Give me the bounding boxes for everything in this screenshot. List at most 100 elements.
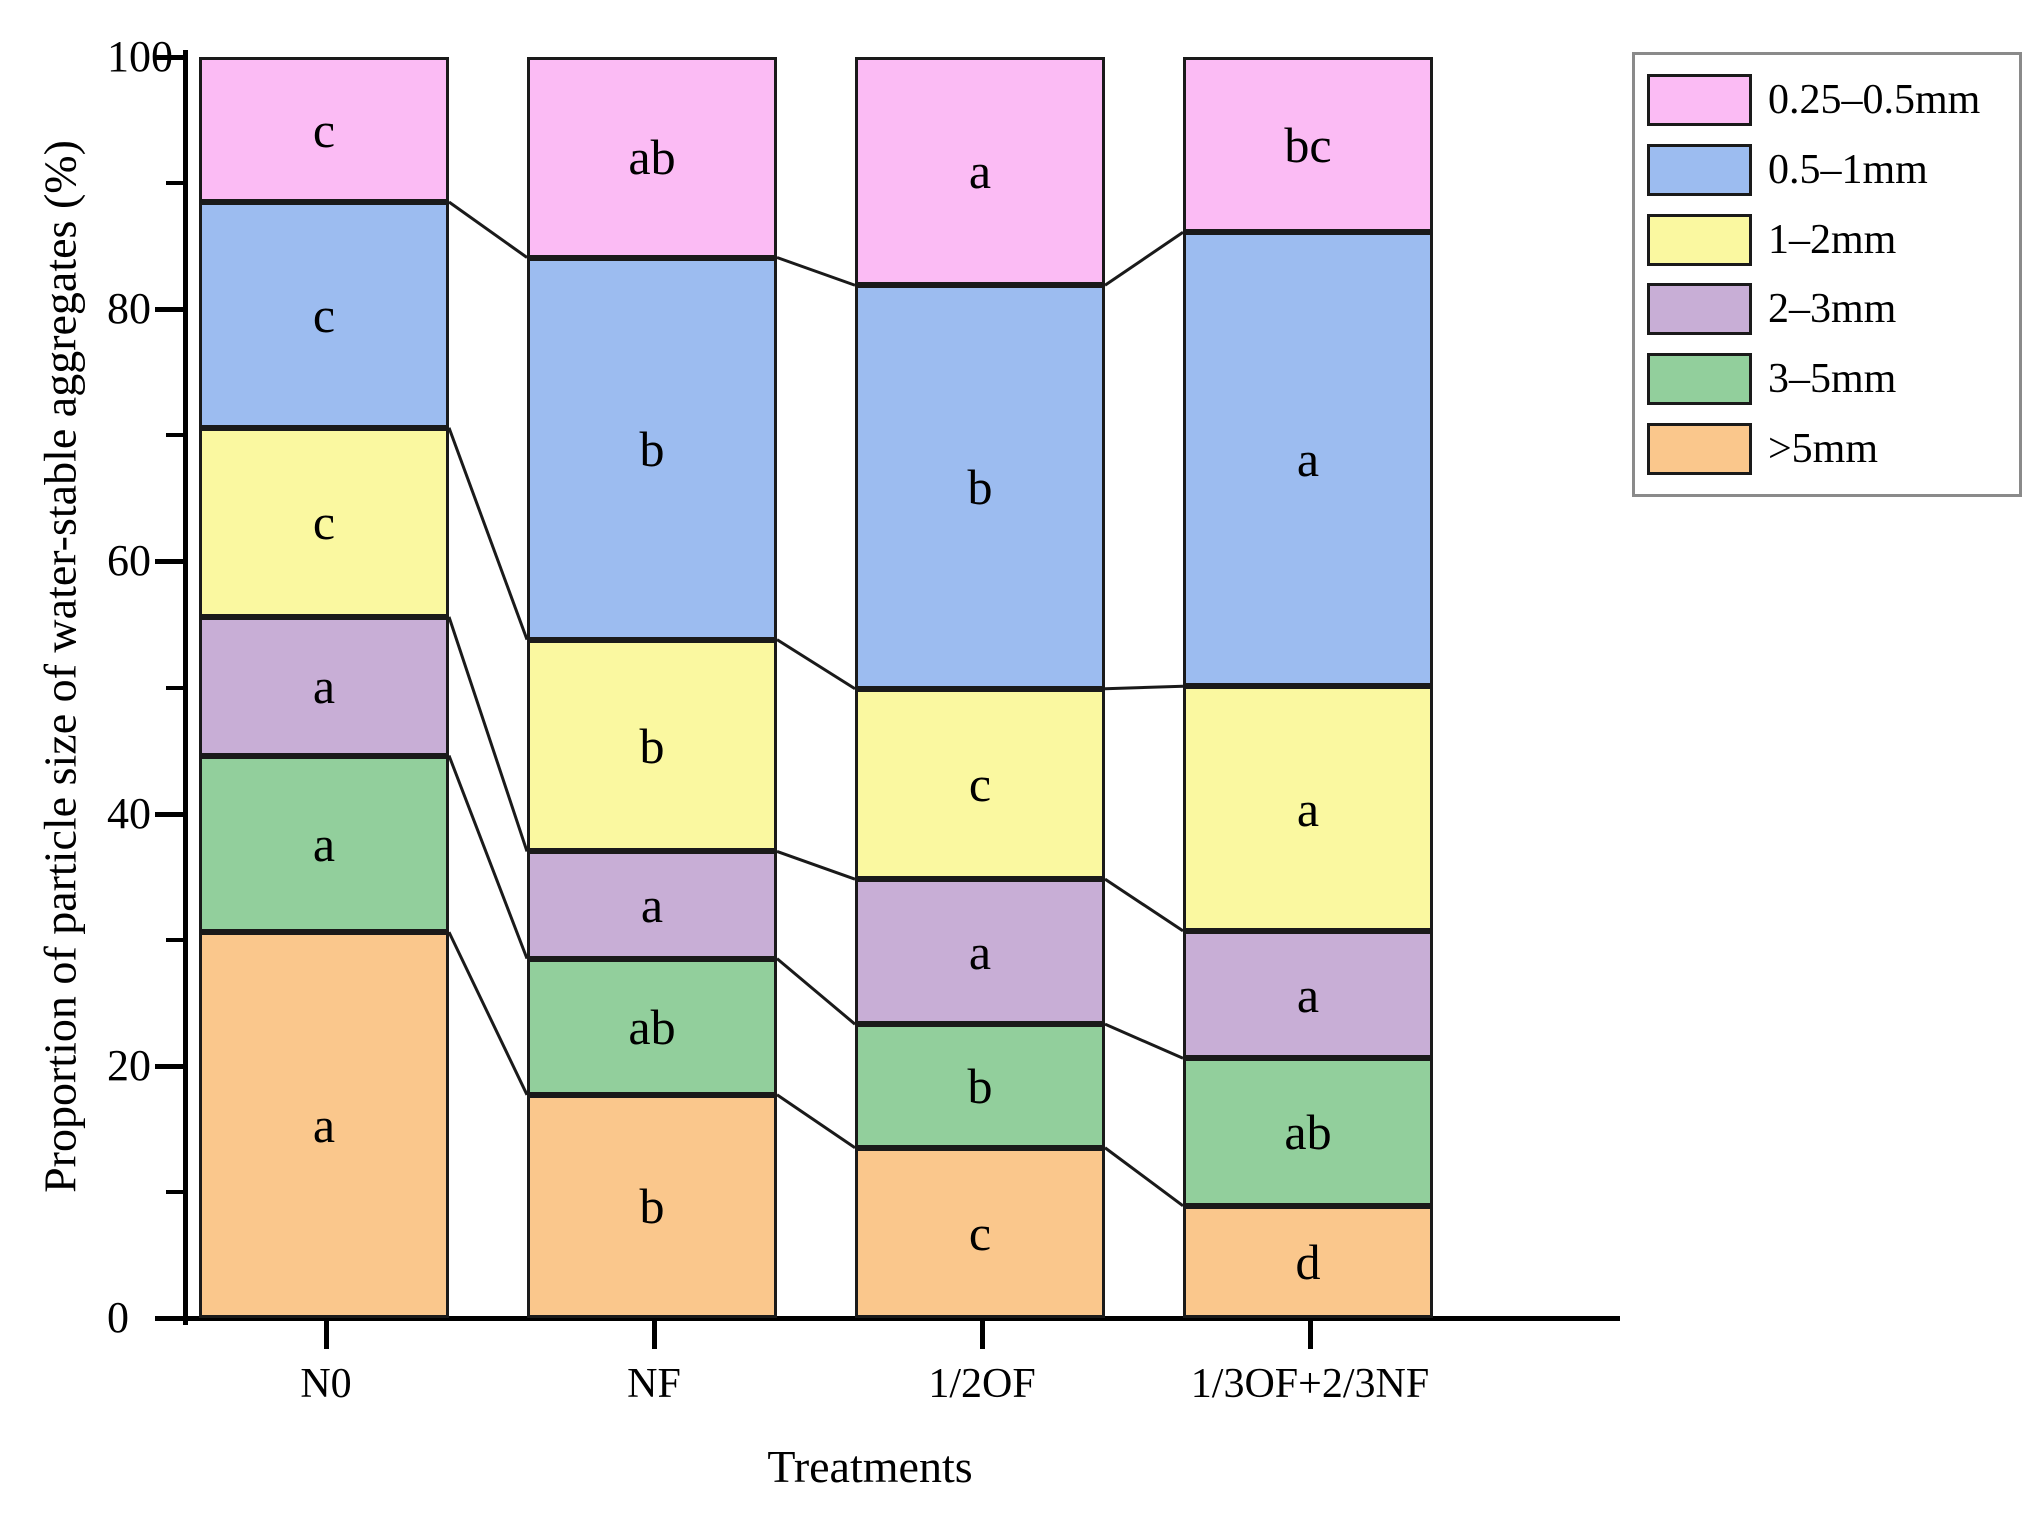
bar-segment[interactable]: c [855, 688, 1105, 880]
segment-significance-label: a [312, 815, 336, 872]
x-tick [324, 1321, 329, 1349]
x-category-label: NF [627, 1361, 681, 1407]
segment-significance-label: b [967, 459, 993, 515]
y-tick-major [155, 559, 185, 565]
connector-line [448, 200, 528, 259]
y-tick-major [155, 1316, 185, 1321]
chart-legend: 0.25–0.5mm 0.5–1mm 1–2mm 2–3mm 3–5mm >5mm [1632, 52, 2022, 497]
connector-line [776, 850, 856, 881]
x-category-label: 1/3OF+2/3NF [1190, 1361, 1430, 1407]
bar-segment[interactable]: a [199, 616, 449, 756]
bar-segment[interactable]: c [199, 57, 449, 203]
segment-significance-label: a [968, 143, 992, 200]
y-tick-label: 40 [107, 788, 151, 838]
x-tick [980, 1321, 985, 1349]
legend-item-2[interactable]: 1–2mm [1647, 209, 2007, 271]
bar-segment[interactable]: a [855, 879, 1105, 1025]
segment-significance-label: b [639, 420, 665, 477]
x-tick [652, 1321, 657, 1349]
legend-label: >5mm [1768, 425, 1879, 472]
connector-line [447, 755, 529, 960]
legend-swatch [1647, 422, 1752, 475]
connector-line [776, 256, 856, 287]
y-axis-title: Proportion of particle size of water-sta… [34, 140, 86, 1193]
y-tick-major [155, 307, 185, 313]
bar-segment[interactable]: a [855, 57, 1105, 286]
legend-item-5[interactable]: >5mm [1647, 418, 2007, 480]
bar-segment[interactable]: a [1183, 232, 1433, 687]
legend-item-0[interactable]: 0.25–0.5mm [1647, 69, 2007, 131]
bar-segment[interactable]: b [855, 1024, 1105, 1148]
legend-swatch [1647, 74, 1752, 126]
bar-segment[interactable]: ab [1183, 1058, 1433, 1206]
legend-label: 2–3mm [1768, 286, 1897, 333]
bar-segment[interactable]: a [527, 851, 777, 959]
y-tick-label: 60 [107, 536, 151, 586]
bar-segment[interactable]: ab [527, 958, 777, 1095]
bar-segment[interactable]: b [855, 285, 1105, 689]
segment-significance-label: c [968, 755, 992, 812]
legend-item-3[interactable]: 2–3mm [1647, 278, 2007, 340]
legend-swatch [1647, 143, 1752, 196]
connector-line [1104, 1146, 1184, 1207]
bar-segment[interactable]: c [199, 202, 449, 428]
legend-item-4[interactable]: 3–5mm [1647, 348, 2007, 410]
connector-line [1104, 684, 1184, 691]
y-tick-minor [166, 685, 185, 690]
segment-significance-label: c [312, 286, 336, 343]
bar-segment[interactable]: bc [1183, 57, 1433, 233]
segment-significance-label: a [1296, 966, 1320, 1023]
segment-significance-label: ab [1284, 1104, 1332, 1161]
segment-significance-label: a [640, 877, 664, 934]
x-axis-line [183, 1316, 1620, 1321]
connector-line [1104, 877, 1184, 933]
bar-segment[interactable]: b [527, 1094, 777, 1318]
segment-significance-label: c [968, 1204, 992, 1261]
legend-label: 1–2mm [1768, 216, 1897, 263]
x-category-label: 1/2OF [928, 1361, 1036, 1407]
legend-swatch [1647, 283, 1752, 336]
legend-label: 3–5mm [1768, 356, 1897, 403]
legend-swatch [1647, 353, 1752, 406]
bar-segment[interactable]: d [1183, 1205, 1433, 1318]
legend-label: 0.5–1mm [1768, 146, 1928, 193]
segment-significance-label: c [312, 101, 336, 158]
y-tick-major [155, 811, 185, 817]
y-tick-minor [166, 1189, 185, 1194]
segment-significance-label: d [1295, 1233, 1321, 1290]
segment-significance-label: a [1296, 431, 1320, 488]
bar-segment[interactable]: a [1183, 686, 1433, 931]
segment-significance-label: ab [628, 129, 676, 186]
connector-line [447, 931, 529, 1096]
y-tick-major [155, 55, 185, 60]
bar-segment[interactable]: c [199, 427, 449, 617]
y-tick-label: 80 [107, 284, 151, 334]
x-tick [1308, 1321, 1313, 1349]
bar-segment[interactable]: a [199, 755, 449, 933]
segment-significance-label: a [312, 1097, 336, 1154]
segment-significance-label: ab [628, 998, 676, 1055]
bar-segment[interactable]: c [855, 1147, 1105, 1318]
x-axis-title: Treatments [767, 1441, 973, 1492]
legend-item-1[interactable]: 0.5–1mm [1647, 139, 2007, 201]
bar-segment[interactable]: a [199, 932, 449, 1318]
segment-significance-label: b [967, 1057, 993, 1114]
bar-segment[interactable]: b [527, 639, 777, 852]
connector-line [447, 427, 529, 641]
connector-line [776, 1093, 856, 1150]
legend-label: 0.25–0.5mm [1768, 77, 1981, 123]
segment-significance-label: bc [1284, 116, 1332, 173]
y-axis-line [183, 50, 188, 1325]
connector-line [1104, 1022, 1184, 1060]
bar-segment[interactable]: b [527, 257, 777, 640]
bar-segment[interactable]: ab [527, 57, 777, 258]
segment-significance-label: b [639, 1178, 665, 1235]
connector-line [447, 616, 529, 852]
bar-segment[interactable]: a [1183, 930, 1433, 1059]
